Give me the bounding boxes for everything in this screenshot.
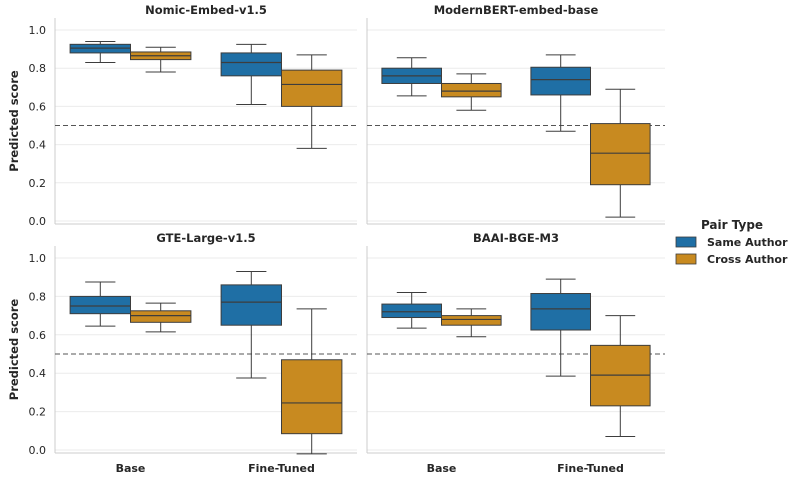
y-tick-label: 0.2: [29, 406, 47, 419]
box-cross-author: [441, 315, 502, 326]
box-same-author: [220, 284, 283, 326]
y-tick-label: 0.0: [29, 444, 47, 457]
legend-title: Pair Type: [701, 218, 763, 232]
y-tick-label: 0.4: [29, 139, 47, 152]
panel-title: ModernBERT-embed-base: [434, 3, 599, 17]
x-tick-label: Fine-Tuned: [557, 462, 624, 475]
box-cross-author: [281, 359, 343, 435]
y-tick-label: 0.8: [29, 62, 47, 75]
panel-title: GTE-Large-v1.5: [156, 231, 255, 245]
box-same-author: [530, 66, 592, 96]
y-tick-label: 0.8: [29, 290, 47, 303]
box-cross-author: [590, 123, 651, 186]
box-same-author: [69, 295, 131, 315]
panel-title: BAAI-BGE-M3: [473, 231, 559, 245]
y-tick-label: 0.6: [29, 100, 47, 113]
y-tick-label: 1.0: [29, 252, 47, 265]
legend-label: Same Author: [707, 236, 788, 249]
box-cross-author: [441, 82, 502, 98]
x-tick-label: Base: [427, 462, 457, 475]
y-axis-label: Predicted score: [7, 70, 21, 172]
box-cross-author: [281, 69, 343, 107]
legend-swatch-cross-author: [675, 253, 697, 265]
x-tick-label: Fine-Tuned: [248, 462, 315, 475]
box-cross-author: [130, 310, 192, 323]
box-same-author: [220, 52, 283, 77]
y-tick-label: 0.4: [29, 367, 47, 380]
y-tick-label: 0.6: [29, 329, 47, 342]
y-tick-label: 0.2: [29, 177, 47, 190]
y-tick-label: 0.0: [29, 215, 47, 228]
box-same-author: [381, 303, 442, 319]
x-tick-label: Base: [116, 462, 146, 475]
y-axis-label: Predicted score: [7, 299, 21, 401]
legend-swatch-same-author: [675, 236, 697, 248]
panel-title: Nomic-Embed-v1.5: [145, 3, 267, 17]
y-tick-label: 1.0: [29, 24, 47, 37]
legend-label: Cross Author: [707, 253, 788, 266]
box-same-author: [530, 293, 592, 331]
